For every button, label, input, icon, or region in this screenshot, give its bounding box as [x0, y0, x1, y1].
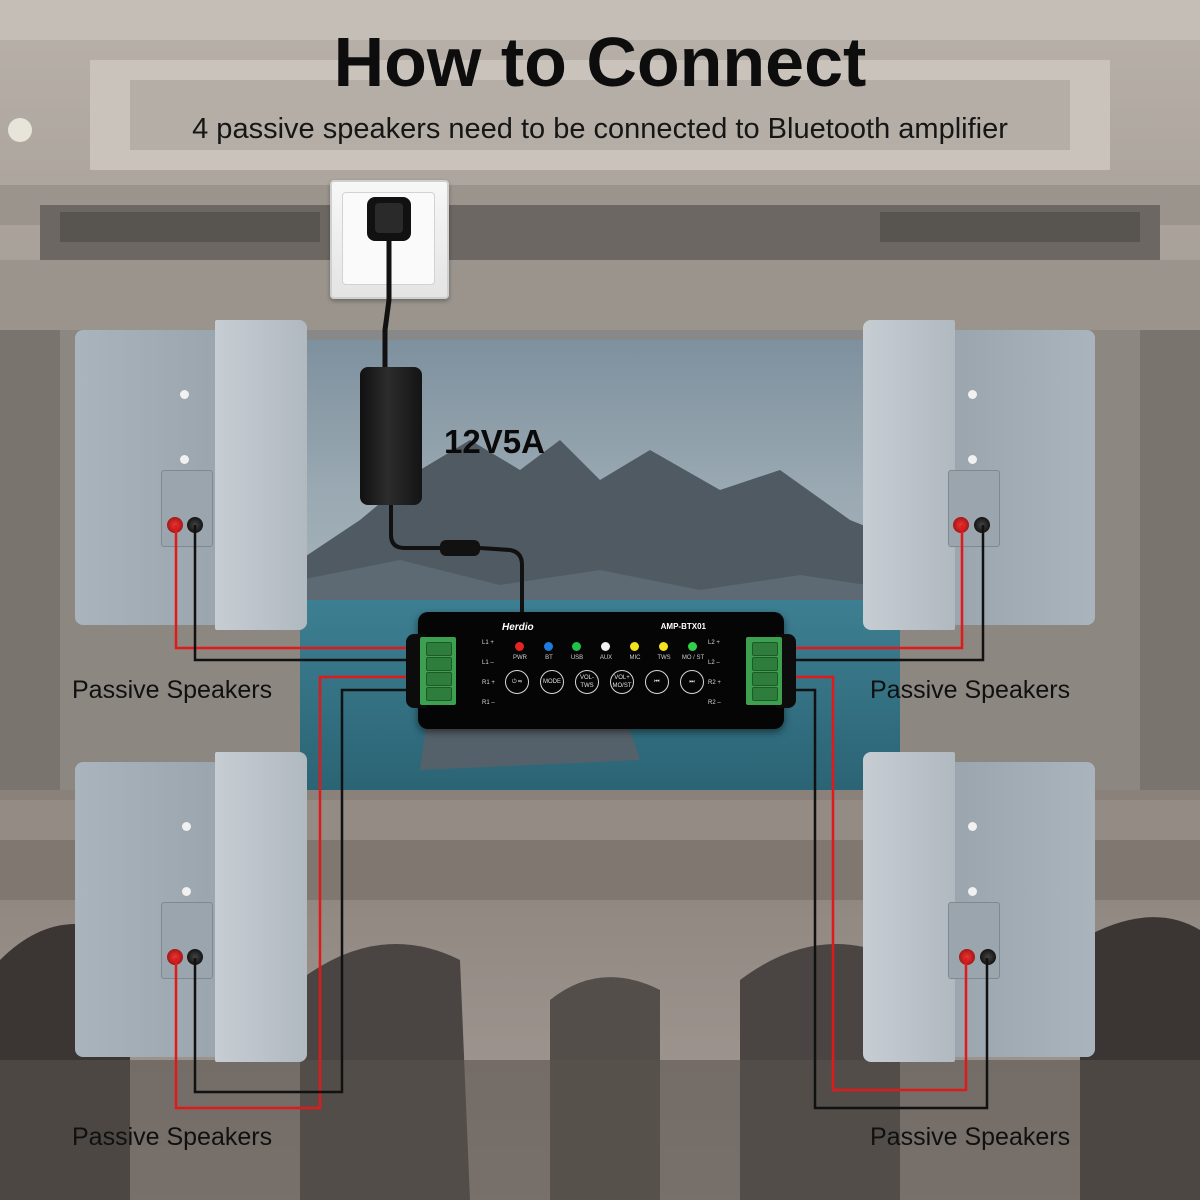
previous-track-button[interactable]: ⏮	[645, 670, 669, 694]
channel-label: R1 –	[482, 700, 495, 706]
left-terminal-block	[420, 637, 456, 705]
power-plug	[367, 197, 411, 241]
channel-label: R2 –	[708, 700, 721, 706]
negative-terminal	[187, 949, 203, 965]
indicator-label: BT	[545, 655, 553, 661]
channel-label: L1 –	[482, 660, 494, 666]
indicator-label: PWR	[513, 655, 527, 661]
indicator-label: AUX	[599, 655, 613, 661]
bt-indicator	[544, 642, 553, 651]
speaker-top-right	[863, 320, 1095, 630]
speaker-label-top-left: Passive Speakers	[72, 676, 273, 704]
speaker-bottom-right	[863, 752, 1095, 1062]
pwr-indicator	[515, 642, 524, 651]
page-subtitle: 4 passive speakers need to be connected …	[192, 113, 1008, 145]
tws-indicator	[659, 642, 668, 651]
page-title: How to Connect	[333, 23, 867, 101]
vol-up-mo-st-button[interactable]: VOL+ MO/ST	[610, 670, 634, 694]
speaker-label-bottom-right: Passive Speakers	[870, 1123, 1071, 1151]
usb-indicator	[572, 642, 581, 651]
mode-button[interactable]: MODE	[540, 670, 564, 694]
indicator-label: MO / ST	[681, 655, 705, 661]
right-terminal-block	[746, 637, 782, 705]
channel-label: L2 –	[708, 660, 720, 666]
channel-label: R1 +	[482, 680, 495, 686]
positive-terminal	[167, 949, 183, 965]
bluetooth-amplifier: Herdio AMP-BTX01 L1 + L1 – R1 + R1 – L2 …	[406, 612, 796, 729]
power-play-button[interactable]: ⏻ ⏯	[505, 670, 529, 694]
mo-st-indicator	[688, 642, 697, 651]
indicator-label: TWS	[657, 655, 671, 661]
mic-indicator	[630, 642, 639, 651]
indicator-label: MIC	[629, 655, 641, 661]
negative-terminal	[980, 949, 996, 965]
speaker-top-left	[75, 320, 307, 630]
indicator-label: USB	[570, 655, 584, 661]
aux-indicator	[601, 642, 610, 651]
speaker-bottom-left	[75, 752, 307, 1062]
amp-brand: Herdio	[502, 622, 534, 633]
positive-terminal	[959, 949, 975, 965]
channel-label: R2 +	[708, 680, 721, 686]
positive-terminal	[167, 517, 183, 533]
amp-model: AMP-BTX01	[660, 622, 706, 631]
speaker-label-top-right: Passive Speakers	[870, 676, 1071, 704]
channel-label: L2 +	[708, 640, 720, 646]
power-adapter	[360, 367, 422, 505]
power-adapter-label: 12V5A	[444, 423, 545, 460]
negative-terminal	[974, 517, 990, 533]
speaker-label-bottom-left: Passive Speakers	[72, 1123, 273, 1151]
negative-terminal	[187, 517, 203, 533]
vol-down-tws-button[interactable]: VOL- TWS	[575, 670, 599, 694]
positive-terminal	[953, 517, 969, 533]
channel-label: L1 +	[482, 640, 494, 646]
next-track-button[interactable]: ⏭	[680, 670, 704, 694]
